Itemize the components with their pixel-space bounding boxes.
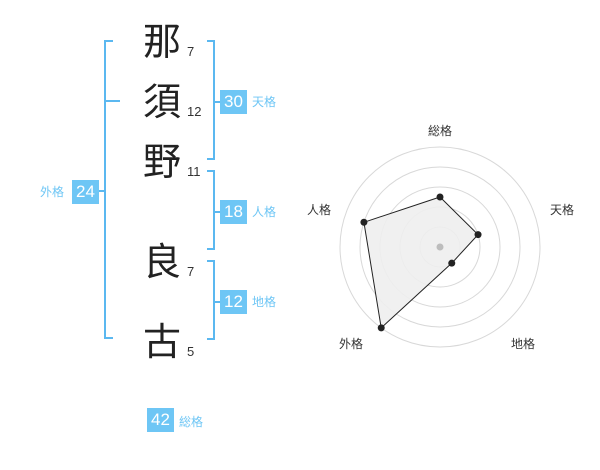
soukaku-badge: 42 — [147, 408, 174, 432]
gaikaku-bracket-tick — [97, 190, 105, 192]
radar-label-tenkaku: 天格 — [549, 203, 574, 217]
radar-point-5 — [360, 218, 368, 226]
stroke-count-1: 7 — [187, 44, 195, 59]
stroke-count-2: 12 — [187, 104, 202, 119]
gaikaku-badge: 24 — [72, 180, 99, 204]
tenkaku-badge: 30 — [220, 90, 247, 114]
jinkaku-bracket — [207, 170, 215, 250]
radar-point-4 — [377, 324, 385, 332]
stroke-count-4: 7 — [187, 264, 195, 279]
tenkaku-bracket — [207, 40, 215, 160]
soukaku-label: 総格 — [179, 415, 204, 429]
radar-point-2 — [474, 231, 482, 239]
name-char-3: 野 — [142, 140, 181, 184]
radar-label-jinkaku: 人格 — [306, 203, 331, 217]
name-char-5: 古 — [142, 320, 181, 364]
name-char-2: 須 — [142, 80, 181, 124]
radar-center-dot — [436, 243, 444, 251]
chikaku-label: 地格 — [252, 295, 277, 309]
jinkaku-bracket-tick — [214, 211, 220, 213]
radar-points — [360, 193, 482, 332]
jinkaku-badge: 18 — [220, 200, 247, 224]
radar-chart — [339, 146, 541, 348]
chikaku-bracket — [207, 260, 215, 340]
name-char-1: 那 — [142, 20, 181, 64]
jinkaku-label: 人格 — [252, 205, 277, 219]
radar-point-1 — [436, 193, 444, 201]
radar-label-chikaku: 地格 — [510, 337, 535, 351]
gaikaku-bracket-tick — [104, 100, 120, 102]
gaikaku-bracket — [104, 40, 113, 339]
tenkaku-bracket-tick — [214, 101, 220, 103]
radar-polygon — [363, 196, 479, 329]
gaikaku-label: 外格 — [40, 185, 65, 199]
radar-grid-ring — [339, 146, 541, 348]
radar-grid-ring — [359, 166, 521, 328]
chikaku-badge: 12 — [220, 290, 247, 314]
radar-label-gaikaku: 外格 — [338, 337, 363, 351]
chikaku-bracket-tick — [214, 301, 220, 303]
name-char-4: 良 — [142, 240, 181, 284]
stroke-count-3: 11 — [187, 164, 201, 179]
stroke-count-5: 5 — [187, 344, 195, 359]
tenkaku-label: 天格 — [252, 95, 277, 109]
radar-label-soukaku: 総格 — [427, 124, 452, 138]
radar-point-3 — [448, 259, 456, 267]
